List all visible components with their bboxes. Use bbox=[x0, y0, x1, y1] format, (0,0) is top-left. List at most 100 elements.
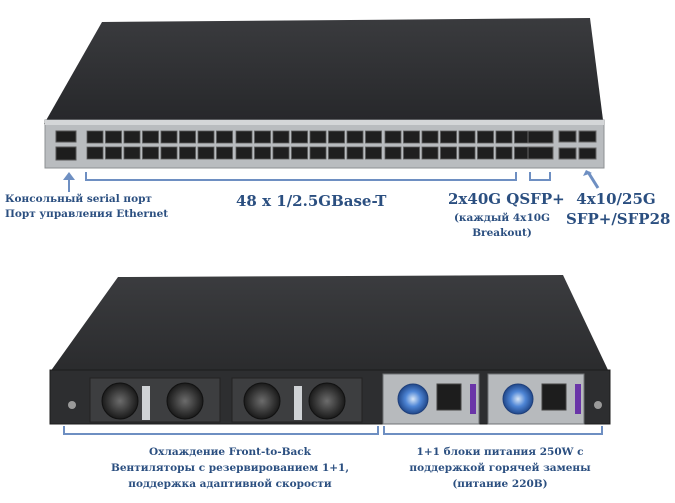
psu-fan-icon bbox=[502, 383, 534, 415]
rj45-port bbox=[142, 146, 159, 160]
console-mgmt-ports bbox=[55, 130, 77, 161]
rj45-port bbox=[123, 130, 141, 144]
fan-icon bbox=[308, 382, 346, 420]
front-switch-top bbox=[44, 18, 603, 124]
psu-1 bbox=[382, 373, 480, 425]
mgmt-port-label: Порт управления Ethernet bbox=[5, 208, 169, 220]
rj45-port bbox=[458, 130, 476, 144]
fan-handle bbox=[142, 386, 150, 420]
rear-annotations bbox=[63, 426, 603, 435]
sfp-arrow-head bbox=[583, 170, 592, 176]
qsfp-ports bbox=[527, 130, 554, 160]
cooling-label-3: поддержка адаптивной скорости bbox=[128, 478, 332, 490]
qsfp-breakout-note-1: (каждый 4x10G bbox=[453, 212, 551, 224]
rj45-port bbox=[384, 146, 402, 160]
fan-icon bbox=[101, 382, 139, 420]
rj45-port bbox=[86, 130, 104, 144]
rj45-port bbox=[365, 146, 382, 160]
mgmt-port bbox=[55, 146, 77, 161]
cooling-label-1: Охлаждение Front-to-Back bbox=[149, 446, 311, 458]
psu-module bbox=[487, 373, 585, 425]
front-annotations bbox=[63, 170, 600, 192]
rj45-port bbox=[291, 130, 308, 144]
sfp-ports-label-1: 4x10/25G bbox=[576, 190, 656, 208]
rear-switch-top bbox=[50, 275, 608, 372]
rj45-port bbox=[272, 146, 290, 160]
rj45-port bbox=[346, 146, 364, 160]
rj45-port bbox=[309, 146, 327, 160]
sfp-port bbox=[558, 147, 577, 160]
psu-bracket bbox=[383, 426, 603, 435]
rj45-port bbox=[254, 130, 271, 144]
rj45-port bbox=[477, 130, 494, 144]
fan-tray-2 bbox=[231, 377, 363, 423]
psu-latch bbox=[470, 384, 476, 414]
rj45-port bbox=[197, 146, 215, 160]
console-port-label: Консольный serial порт bbox=[5, 193, 152, 205]
sfp-ports-label-2: SFP+/SFP28 bbox=[566, 210, 671, 228]
rj45-ports-label: 48 x 1/2.5GBase-T bbox=[236, 192, 387, 210]
sfp-port bbox=[558, 130, 577, 143]
rj45-port bbox=[403, 146, 420, 160]
rj45-port bbox=[160, 146, 178, 160]
rj45-port bbox=[421, 146, 439, 160]
cooling-bracket bbox=[63, 426, 379, 435]
qsfp-ports-label: 2x40G QSFP+ bbox=[448, 190, 565, 208]
fan-icon bbox=[166, 382, 204, 420]
rj45-port bbox=[216, 146, 233, 160]
rj45-port bbox=[458, 146, 476, 160]
rj45-port bbox=[421, 130, 439, 144]
power-inlet-icon bbox=[541, 383, 567, 411]
cooling-label-2: Вентиляторы с резервированием 1+1, bbox=[110, 462, 350, 474]
qsfp-breakout-note-2: Breakout) bbox=[472, 227, 532, 239]
qsfp-port bbox=[527, 130, 554, 144]
front-switch bbox=[44, 18, 605, 169]
rj45-port bbox=[105, 146, 122, 160]
psu-label-2: поддержкой горячей замены bbox=[409, 462, 591, 474]
console-arrow-head bbox=[63, 172, 75, 180]
rj45-port bbox=[105, 130, 122, 144]
psu-fan-icon bbox=[397, 383, 429, 415]
rj45-port bbox=[86, 146, 104, 160]
sfp-arrow-line bbox=[586, 171, 600, 189]
front-faceplate-lip bbox=[45, 120, 604, 125]
front-faceplate bbox=[44, 119, 605, 169]
rj45-port bbox=[179, 146, 196, 160]
sfp-ports bbox=[558, 130, 597, 160]
qsfp-port bbox=[527, 146, 554, 160]
rj45-port-array bbox=[86, 130, 531, 160]
rear-switch bbox=[49, 275, 611, 425]
psu-label-3: (питание 220В) bbox=[452, 478, 548, 490]
rj45-port bbox=[142, 130, 159, 144]
rj45-port bbox=[440, 146, 457, 160]
rj45-port bbox=[495, 130, 513, 144]
screw-icon bbox=[594, 401, 602, 409]
rj45-port bbox=[123, 146, 141, 160]
psu-latch bbox=[575, 384, 581, 414]
rj45-port bbox=[179, 130, 196, 144]
rj45-port bbox=[272, 130, 290, 144]
rj45-port bbox=[477, 146, 494, 160]
rj45-port bbox=[365, 130, 382, 144]
rj45-port bbox=[309, 130, 327, 144]
qsfp-bracket bbox=[529, 172, 551, 181]
sfp-port bbox=[578, 147, 597, 160]
rj45-port bbox=[235, 146, 253, 160]
fan-icon bbox=[243, 382, 281, 420]
screw-icon bbox=[68, 401, 76, 409]
rj45-port bbox=[235, 130, 253, 144]
psu-label-1: 1+1 блоки питания 250W с bbox=[416, 446, 584, 458]
rj45-port bbox=[254, 146, 271, 160]
rj45-bracket bbox=[85, 172, 517, 181]
psu-module bbox=[382, 373, 480, 425]
console-port bbox=[55, 130, 77, 143]
rj45-port bbox=[403, 130, 420, 144]
rj45-port bbox=[346, 130, 364, 144]
rj45-port bbox=[197, 130, 215, 144]
psu-2 bbox=[487, 373, 585, 425]
rj45-port bbox=[216, 130, 233, 144]
fan-handle bbox=[294, 386, 302, 420]
rj45-port bbox=[440, 130, 457, 144]
